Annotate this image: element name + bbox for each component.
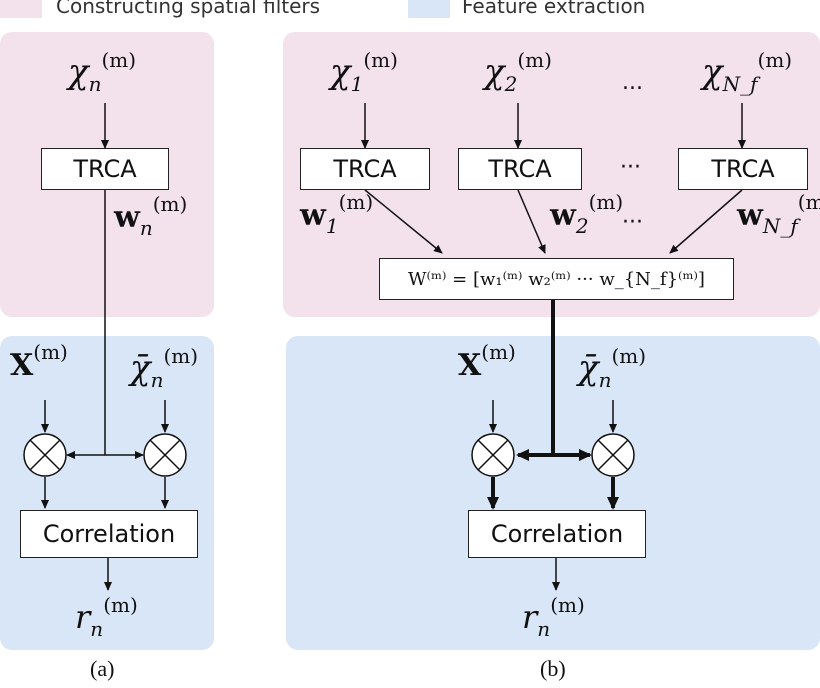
panel-b-input-ellipsis: ... (622, 70, 643, 95)
panel-a-input-chi: χn(m) (68, 48, 137, 96)
panel-b-input-2: χ2(m) (484, 48, 552, 96)
panel-b-W-matrix-box: W⁽ᵐ⁾ = [w₁⁽ᵐ⁾ w₂⁽ᵐ⁾ ··· w_{N_f}⁽ᵐ⁾] (379, 258, 734, 300)
caption-b: (b) (540, 656, 566, 681)
legend-swatch-feature (408, 0, 450, 18)
legend-label-feature: Feature extraction (462, 0, 646, 18)
panel-b-weight-2: w2(m) (550, 190, 624, 238)
panel-b-X: X(m) (458, 340, 516, 383)
panel-a-trca-box: TRCA (41, 148, 169, 190)
panel-b-weight-nf: wN_f(m) (737, 190, 820, 238)
panel-b-trca-label-1: TRCA (333, 155, 397, 183)
panel-b-template-chi: χ̄n(m) (578, 344, 647, 392)
panel-b-trca-box-2: TRCA (458, 148, 582, 190)
panel-b-trca-label-nf: TRCA (711, 155, 775, 183)
panel-a-feature-region (0, 336, 214, 650)
panel-b-correlation-box: Correlation (468, 510, 646, 558)
panel-a-output-r: rn(m) (75, 593, 138, 641)
caption-a: (a) (90, 656, 115, 681)
panel-b-trca-label-2: TRCA (488, 155, 552, 183)
legend-swatch-spatial (0, 0, 42, 18)
panel-b-input-nf: χN_f(m) (702, 48, 793, 96)
panel-b-correlation-label: Correlation (490, 520, 624, 548)
panel-a-correlation-box: Correlation (20, 510, 198, 558)
panel-b-weight-ellipsis: ··· (622, 210, 643, 235)
panel-b-weight-1: w1(m) (300, 190, 374, 238)
panel-b-trca-box-1: TRCA (300, 148, 430, 190)
panel-a-X: X(m) (10, 340, 68, 383)
panel-b-input-1: χ1(m) (330, 48, 398, 96)
panel-b-trca-box-nf: TRCA (678, 148, 808, 190)
panel-b-trca-ellipsis: ··· (620, 155, 641, 180)
legend-label-spatial: Constructing spatial filters (56, 0, 321, 18)
panel-b-output-r: rn(m) (522, 593, 585, 641)
panel-a-trca-label: TRCA (73, 155, 137, 183)
panel-b-W-expression: W⁽ᵐ⁾ = [w₁⁽ᵐ⁾ w₂⁽ᵐ⁾ ··· w_{N_f}⁽ᵐ⁾] (408, 268, 705, 290)
panel-a-template-chi: χ̄n(m) (130, 344, 199, 392)
panel-a-weight: wn(m) (114, 192, 188, 240)
panel-a-correlation-label: Correlation (42, 520, 176, 548)
